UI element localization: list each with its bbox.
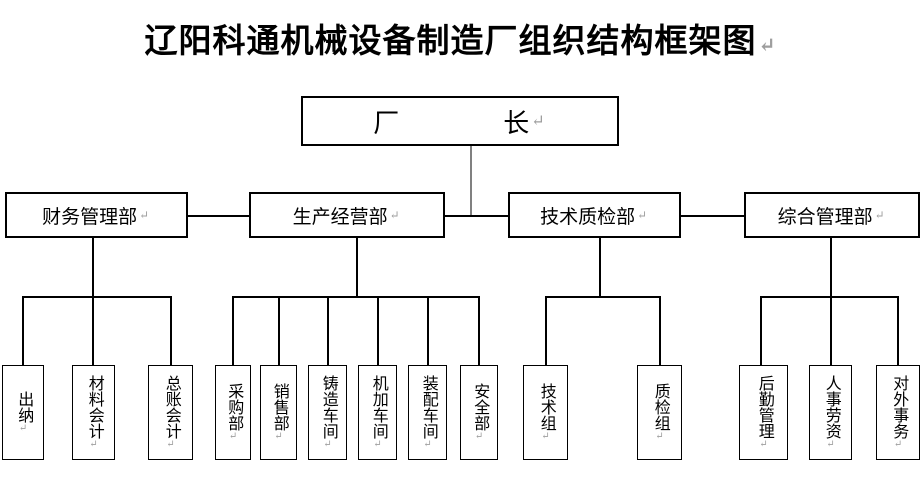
node-label: 对外事务 — [890, 375, 908, 439]
node-label: 技术组 — [537, 383, 555, 431]
paragraph-mark-icon: ↵ — [874, 208, 885, 222]
connector-drop-sales — [278, 296, 280, 365]
node-dept-admin: 综合管理部↵ — [744, 192, 920, 238]
connector-root-stem — [470, 146, 472, 216]
paragraph-mark-icon: ↵ — [758, 35, 777, 57]
node-label: 材料会计 — [85, 375, 103, 439]
paragraph-mark-icon: ↵ — [139, 208, 149, 222]
node-dept-tech-qc: 技术质检部↵ — [508, 192, 681, 238]
node-dept-finance: 财务管理部↵ — [5, 192, 188, 238]
node-label: 厂 长 — [373, 108, 530, 138]
paragraph-mark-icon: ↵ — [637, 208, 647, 222]
node-label: 技术质检部 — [540, 206, 636, 228]
node-label: 综合管理部 — [777, 206, 873, 228]
node-label: 质检组 — [651, 383, 669, 431]
node-safety-dept: 安全部↵ — [460, 365, 498, 460]
paragraph-mark-icon: ↵ — [825, 439, 837, 450]
paragraph-mark-icon: ↵ — [227, 431, 239, 442]
connector-chain-finance-production — [188, 215, 249, 217]
paragraph-mark-icon: ↵ — [88, 439, 100, 450]
node-label: 出纳 — [15, 391, 33, 423]
paragraph-mark-icon: ↵ — [531, 113, 545, 130]
paragraph-mark-icon: ↵ — [273, 431, 285, 442]
paragraph-mark-icon: ↵ — [389, 208, 400, 222]
connector-production-rail — [232, 296, 479, 298]
node-label: 机加车间 — [369, 375, 387, 439]
node-casting-workshop: 铸造车间↵ — [308, 365, 347, 460]
node-qc-group: 质检组↵ — [637, 365, 682, 460]
paragraph-mark-icon: ↵ — [540, 431, 552, 442]
paragraph-mark-icon: ↵ — [372, 439, 384, 450]
page-title-text: 辽阳科通机械设备制造厂组织结构框架图 — [144, 24, 757, 60]
connector-drop-technical-group — [545, 296, 547, 365]
paragraph-mark-icon: ↵ — [758, 439, 770, 450]
node-label: 销售部 — [270, 383, 288, 431]
connector-drop-casting — [327, 296, 329, 365]
connector-chain-production-techqc — [445, 215, 508, 217]
node-label: 后勤管理 — [755, 375, 773, 439]
node-label: 生产经营部 — [292, 206, 388, 228]
connector-drop-logistics — [760, 296, 762, 365]
paragraph-mark-icon: ↵ — [473, 431, 485, 442]
node-label: 铸造车间 — [319, 375, 337, 439]
connector-drop-hr-labor — [830, 296, 832, 365]
node-external-affairs: 对外事务↵ — [876, 365, 920, 460]
connector-finance-stem — [92, 238, 94, 297]
connector-finance-rail — [22, 296, 171, 298]
node-hr-labor: 人事劳资↵ — [809, 365, 852, 460]
node-label: 装配车间 — [419, 375, 437, 439]
paragraph-mark-icon: ↵ — [322, 439, 334, 450]
connector-admin-stem — [830, 238, 832, 297]
node-label: 人事劳资 — [822, 375, 840, 439]
node-cashier: 出纳↵ — [2, 365, 44, 460]
node-logistics-management: 后勤管理↵ — [739, 365, 788, 460]
connector-techqc-stem — [599, 238, 601, 297]
connector-drop-general-ledger-accountant — [170, 296, 172, 365]
connector-chain-techqc-admin — [681, 215, 744, 217]
paragraph-mark-icon: ↵ — [422, 439, 434, 450]
node-material-accountant: 材料会计↵ — [72, 365, 115, 460]
node-technical-group: 技术组↵ — [523, 365, 568, 460]
node-label: 安全部 — [471, 383, 489, 431]
paragraph-mark-icon: ↵ — [17, 423, 29, 434]
node-label: 采购部 — [225, 383, 243, 431]
page-title: 辽阳科通机械设备制造厂组织结构框架图↵ — [0, 14, 923, 62]
node-factory-director: 厂 长↵ — [301, 96, 619, 146]
connector-drop-material-accountant — [92, 296, 94, 365]
connector-drop-purchasing — [232, 296, 234, 365]
node-label: 总账会计 — [162, 375, 180, 439]
node-sales-dept: 销售部↵ — [260, 365, 297, 460]
connector-production-stem — [356, 238, 358, 297]
connector-drop-machining — [377, 296, 379, 365]
connector-drop-safety — [478, 296, 480, 365]
node-dept-production: 生产经营部↵ — [249, 192, 445, 238]
connector-admin-rail — [760, 296, 898, 298]
node-general-ledger-accountant: 总账会计↵ — [148, 365, 193, 460]
connector-drop-assembly — [427, 296, 429, 365]
paragraph-mark-icon: ↵ — [892, 439, 904, 450]
node-label: 财务管理部 — [42, 206, 138, 228]
node-assembly-workshop: 装配车间↵ — [408, 365, 447, 460]
node-purchasing-dept: 采购部↵ — [215, 365, 251, 460]
connector-drop-qc-group — [659, 296, 661, 365]
connector-drop-cashier — [22, 296, 24, 365]
node-machining-workshop: 机加车间↵ — [358, 365, 397, 460]
paragraph-mark-icon: ↵ — [165, 439, 177, 450]
paragraph-mark-icon: ↵ — [654, 431, 666, 442]
connector-drop-external-affairs — [897, 296, 899, 365]
connector-techqc-rail — [545, 296, 660, 298]
